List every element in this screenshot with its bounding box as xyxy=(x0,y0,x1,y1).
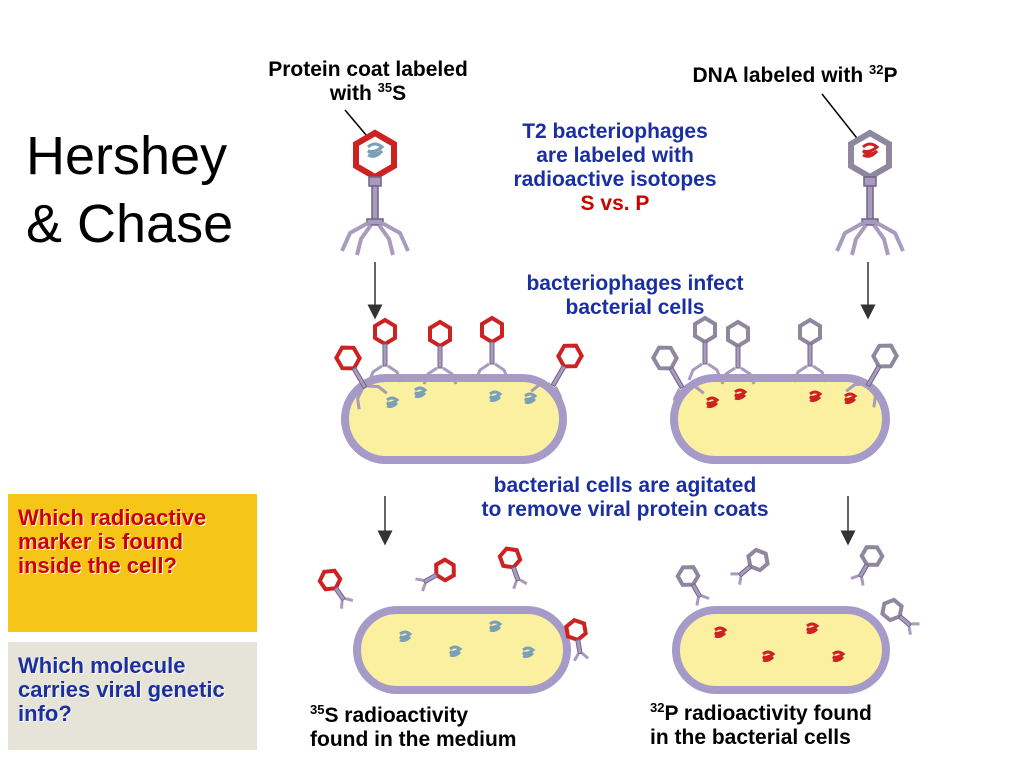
step3-line-1: bacterial cells are agitated xyxy=(493,474,757,497)
step1-line-1: T2 bacteriophages xyxy=(522,120,708,143)
step1-caption: T2 bacteriophages are labeled with radio… xyxy=(470,120,760,216)
dna-label: DNA labeled with 32P xyxy=(660,62,930,88)
step3-line-2: to remove viral protein coats xyxy=(481,498,769,521)
page-title: Hershey & Chase xyxy=(26,122,233,258)
step2-line-2: bacterial cells xyxy=(565,296,705,319)
result-phosphorus-text1: P radioactivity found xyxy=(664,702,872,725)
question-box-marker: Which radioactive marker is found inside… xyxy=(8,494,257,632)
result-phosphorus-caption: 32P radioactivity found in the bacterial… xyxy=(650,700,950,750)
title-line-2: & Chase xyxy=(26,194,234,254)
question-marker-text: Which radioactive marker is found inside… xyxy=(18,505,207,578)
question-molecule-text: Which molecule carries viral genetic inf… xyxy=(18,653,225,726)
question-box-molecule: Which molecule carries viral genetic inf… xyxy=(8,642,257,750)
result-sulfur-caption: 35S radioactivity found in the medium xyxy=(310,702,580,752)
step1-highlight: S vs. P xyxy=(580,192,650,215)
step3-caption: bacterial cells are agitated to remove v… xyxy=(440,474,810,522)
agitated-cell-sulfur xyxy=(314,543,593,694)
protein-coat-label-line1: Protein coat labeled xyxy=(268,58,468,81)
result-sulfur-sup: 35 xyxy=(310,702,325,717)
dna-label-prefix: DNA labeled with xyxy=(692,64,870,87)
dna-label-sup: 32 xyxy=(869,62,884,77)
result-phosphorus-line2: in the bacterial cells xyxy=(650,726,851,749)
phosphorus-labeled-phage xyxy=(837,133,903,255)
agitated-cell-phosphorus xyxy=(672,540,923,694)
infected-cell-phosphorus xyxy=(643,316,907,464)
result-sulfur-line2: found in the medium xyxy=(310,728,517,751)
result-phosphorus-sup: 32 xyxy=(650,700,665,715)
step2-caption: bacteriophages infect bacterial cells xyxy=(480,272,790,320)
dna-pointer xyxy=(821,93,861,143)
protein-coat-label-sup: 35 xyxy=(377,80,393,95)
result-sulfur-text1: S radioactivity xyxy=(324,704,469,727)
result-sulfur-line1: 35S radioactivity xyxy=(310,702,580,728)
protein-coat-label-suffix: S xyxy=(392,82,407,105)
protein-coat-label-prefix: with xyxy=(329,82,378,105)
result-phosphorus-line1: 32P radioactivity found xyxy=(650,700,950,726)
protein-coat-label: Protein coat labeled with 35S xyxy=(240,58,496,106)
step1-line-3: radioactive isotopes xyxy=(513,168,717,191)
dna-label-suffix: P xyxy=(883,64,898,87)
title-line-1: Hershey xyxy=(26,126,228,186)
step1-line-2: are labeled with xyxy=(536,144,694,167)
sulfur-labeled-phage xyxy=(342,133,408,255)
step2-line-1: bacteriophages infect xyxy=(526,272,744,295)
infected-cell-sulfur xyxy=(326,316,592,464)
protein-coat-label-line2: with 35S xyxy=(240,80,496,106)
